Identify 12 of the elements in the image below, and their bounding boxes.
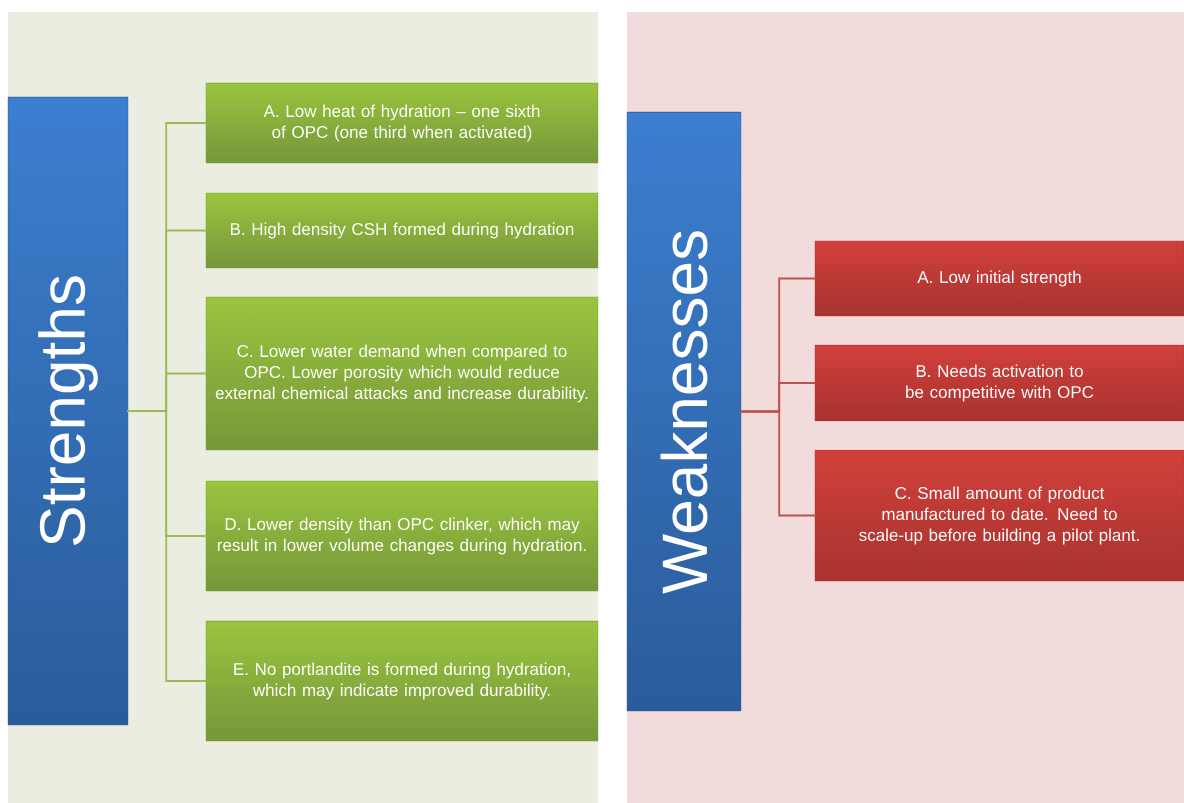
weakness-box: B. Needs activation to be competitive with OPC xyxy=(814,344,1184,422)
connector-line xyxy=(126,122,208,412)
strength-box: A. Low heat of hydration – one sixth of OPC (one third when activated) xyxy=(205,82,599,164)
strength-box: E. No portlandite is formed during hydration, which may indicate improved durability. xyxy=(205,620,599,742)
strength-box: C. Lower water demand when compared to OPC. Lower porosity which would reduce external chemical attacks and increase durability. xyxy=(205,296,599,451)
strength-box: D. Lower density than OPC clinker, which may result in lower volume changes during hydration. xyxy=(205,480,599,592)
strength-box: B. High density CSH formed during hydration xyxy=(205,192,599,269)
weakness-box: C. Small amount of product manufactured to date. Need to scale-up before building a pilot plant. xyxy=(814,449,1184,582)
connector-line xyxy=(739,277,817,413)
weakness-box: A. Low initial strength xyxy=(814,240,1184,317)
category-bar: Strengths xyxy=(7,96,129,726)
category-bar: Weaknesses xyxy=(626,111,742,712)
